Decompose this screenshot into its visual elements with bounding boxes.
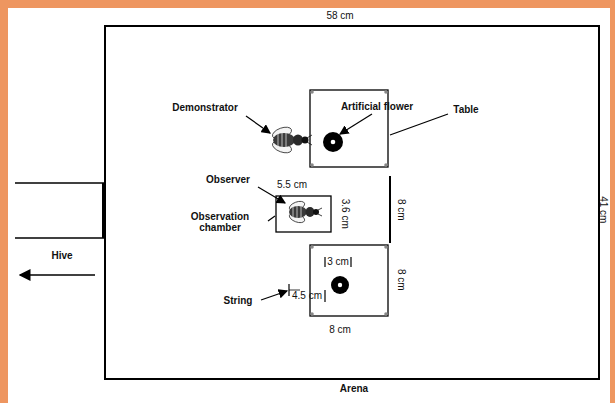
part-name: Observation chamber [177, 211, 263, 234]
part-name: String [224, 295, 253, 307]
hive-label: Hive [51, 250, 72, 262]
dimension-label: 8 cm [329, 324, 351, 336]
dimension-label: 8 cm [395, 269, 407, 291]
dimension-label: 41 cm [598, 196, 610, 223]
dimension-label: 4.5 cm [292, 290, 322, 302]
part-name: Artificial flower [341, 101, 413, 113]
dimension-label: 3 cm [327, 256, 349, 268]
arena-boundary: Arena [104, 25, 600, 380]
part-name: Demonstrator [172, 102, 238, 114]
dimension-label: 8 cm [395, 199, 407, 221]
part-name: Observer [206, 174, 250, 186]
arena-label: Arena [340, 383, 368, 394]
dimension-label: 58 cm [326, 10, 353, 22]
part-name: Table [453, 104, 478, 116]
dimension-label: 3.6 cm [339, 199, 351, 229]
dimension-label: 5.5 cm [277, 179, 307, 191]
